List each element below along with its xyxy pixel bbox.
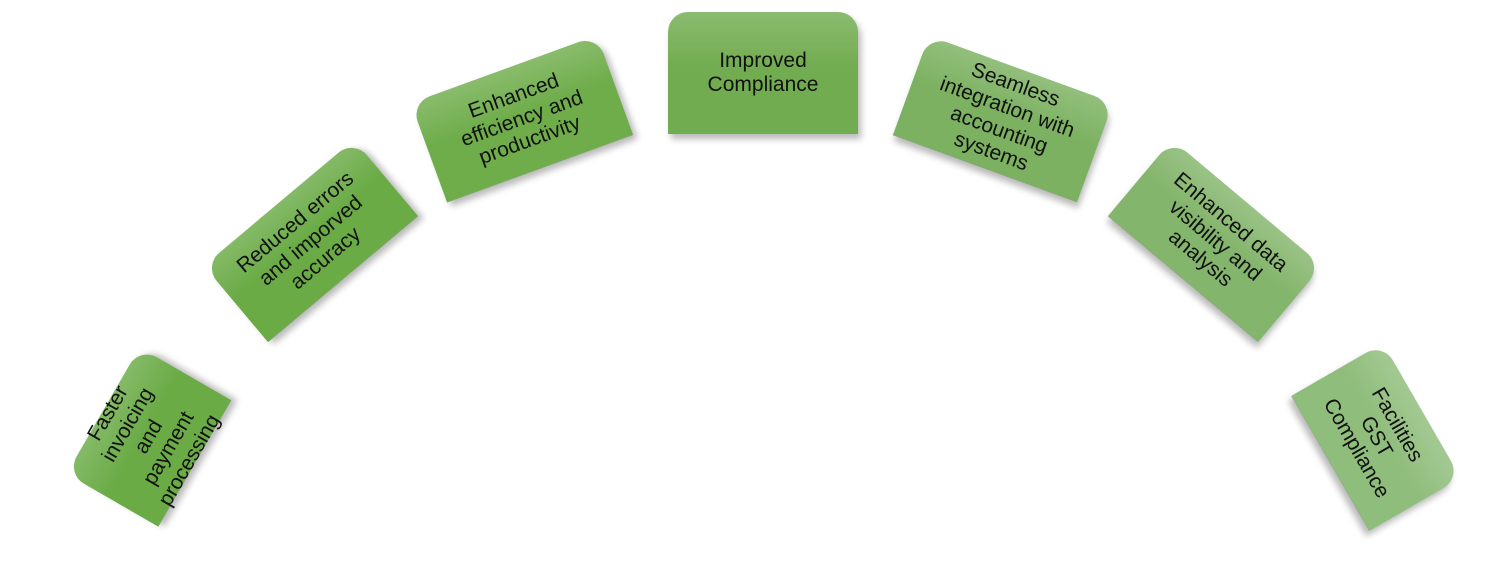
benefit-block-6: Enhanced data visibility and analysis — [1107, 139, 1323, 343]
benefit-block-5: Seamless integration with accounting sys… — [892, 35, 1114, 203]
benefit-label-2: Reduced errors and imporved accuracy — [232, 167, 367, 295]
benefit-block-1: Faster invoicing and payment processing — [66, 347, 232, 527]
benefit-block-7: Facilities GST Compliance — [1291, 342, 1461, 532]
benefit-block-3: Enhanced efficiency and productivity — [410, 35, 634, 203]
benefit-label-7: Facilities GST Compliance — [1318, 383, 1428, 503]
benefit-label-1: Faster invoicing and payment processing — [82, 381, 225, 510]
benefit-block-4: Improved Compliance — [668, 12, 858, 134]
benefit-label-3: Enhanced efficiency and productivity — [457, 69, 586, 170]
benefit-label-5: Seamless integration with accounting sys… — [936, 58, 1078, 176]
benefit-block-2: Reduced errors and imporved accuracy — [203, 139, 419, 343]
benefit-label-6: Enhanced data visibility and analysis — [1163, 168, 1293, 292]
benefit-label-4: Improved Compliance — [707, 48, 819, 96]
